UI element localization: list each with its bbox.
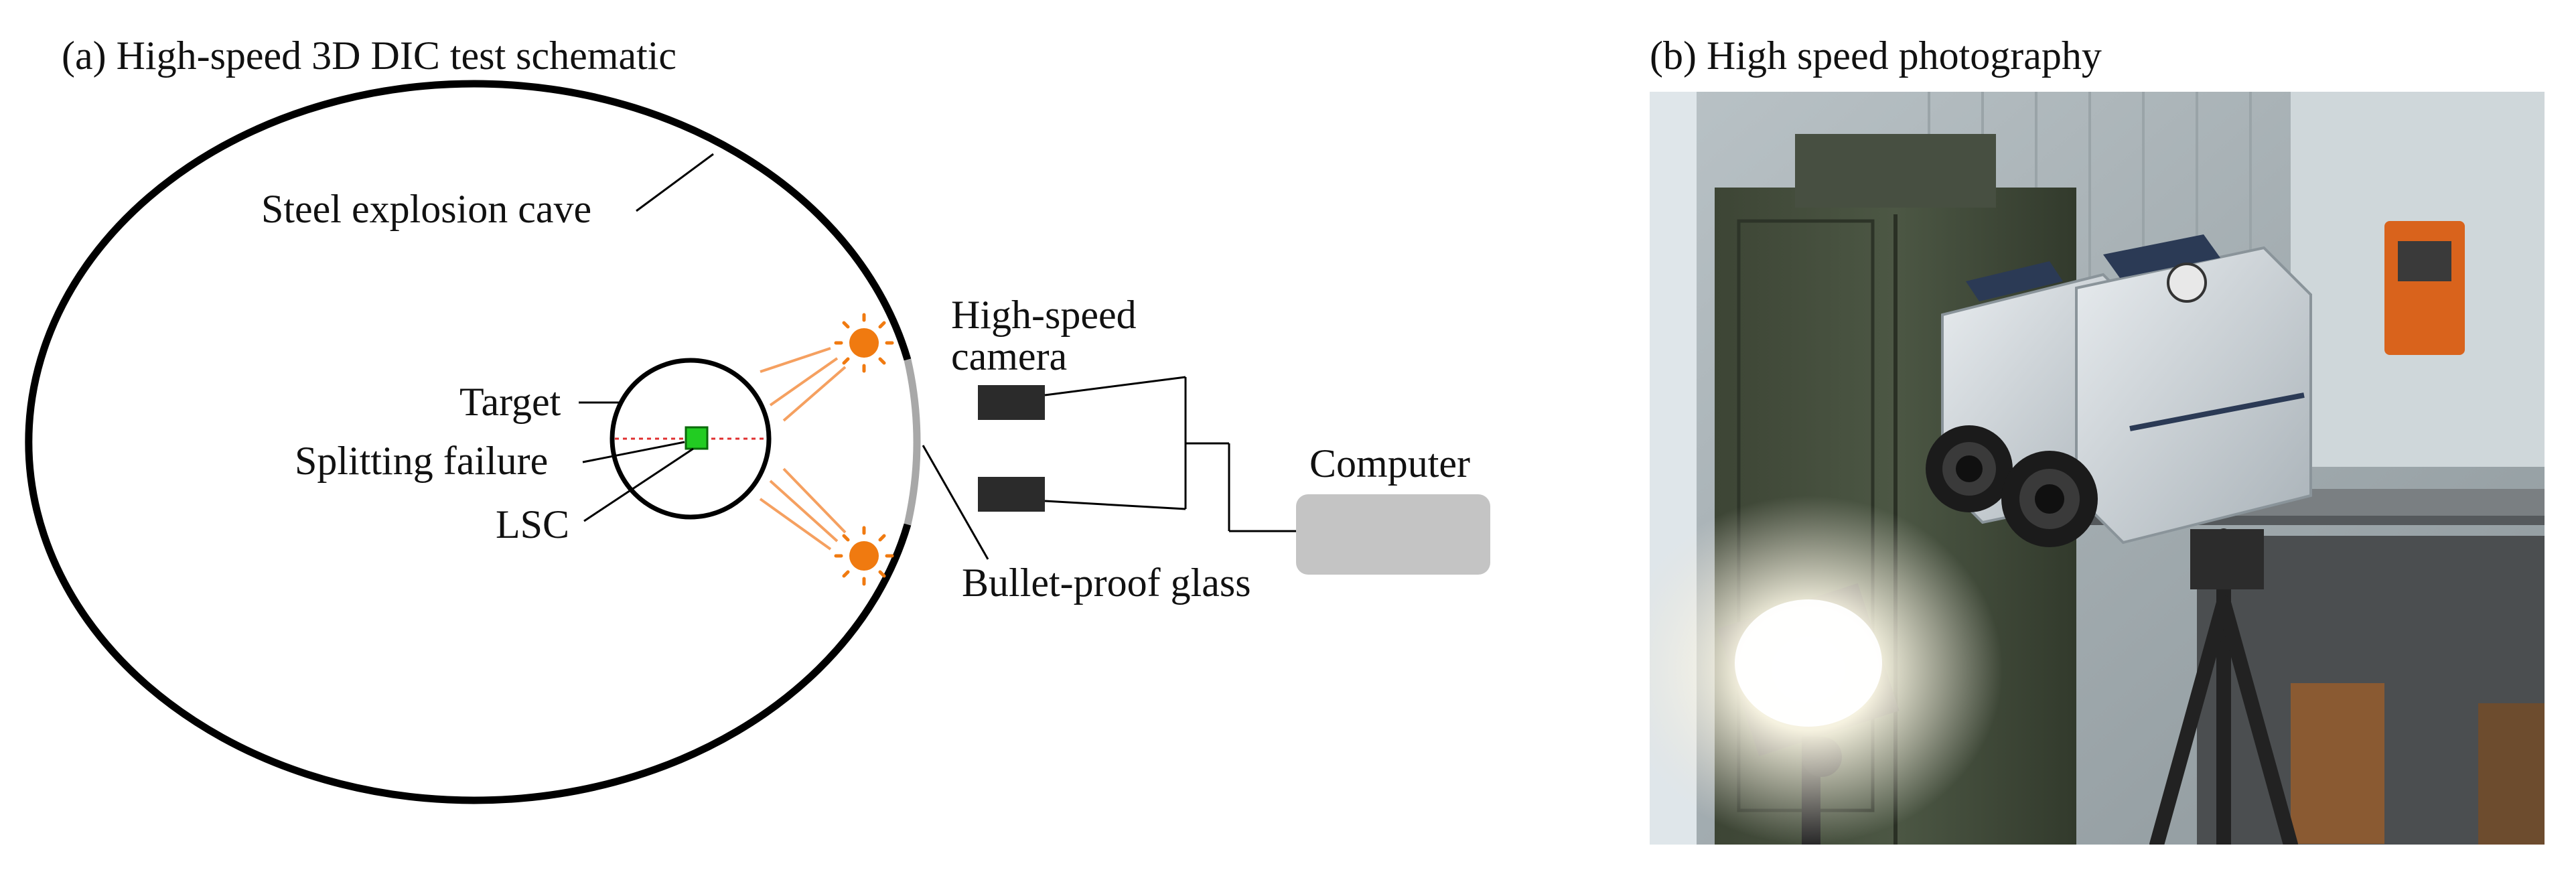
lsc-specimen — [685, 426, 709, 450]
camera-connection-lines — [1044, 376, 1296, 532]
panel-a-title: (a) High-speed 3D DIC test schematic — [62, 33, 676, 78]
camera-bottom — [978, 477, 1045, 512]
light-source-top — [760, 313, 894, 422]
light-source-bottom — [759, 467, 894, 586]
cave-label: Steel explosion cave — [261, 187, 591, 231]
panel-b-title: (b) High speed photography — [1650, 33, 2102, 78]
bullet-proof-glass — [904, 358, 921, 526]
target-circle — [610, 358, 772, 520]
camera-label-line2: camera — [951, 334, 1067, 378]
splitting-leader-line — [582, 441, 685, 463]
computer-label: Computer — [1309, 441, 1470, 486]
target-label: Target — [459, 380, 561, 424]
panel-b-photo-panel: (b) High speed photography — [1650, 33, 2545, 845]
glass-leader-line — [922, 445, 989, 560]
splitting-failure-label: Splitting failure — [295, 439, 548, 483]
lsc-label: LSC — [496, 502, 569, 547]
computer-box — [1296, 494, 1490, 575]
lsc-leader-line — [583, 447, 694, 522]
high-speed-photo — [1650, 92, 2545, 845]
glass-label: Bullet-proof glass — [962, 561, 1251, 605]
panel-a-schematic: (a) High-speed 3D DIC test schematic Ste… — [25, 33, 1490, 804]
explosion-cave-outline — [25, 80, 912, 804]
camera-label-line1: High-speed — [951, 293, 1137, 337]
cave-leader-line — [636, 153, 714, 212]
camera-top — [978, 385, 1045, 420]
